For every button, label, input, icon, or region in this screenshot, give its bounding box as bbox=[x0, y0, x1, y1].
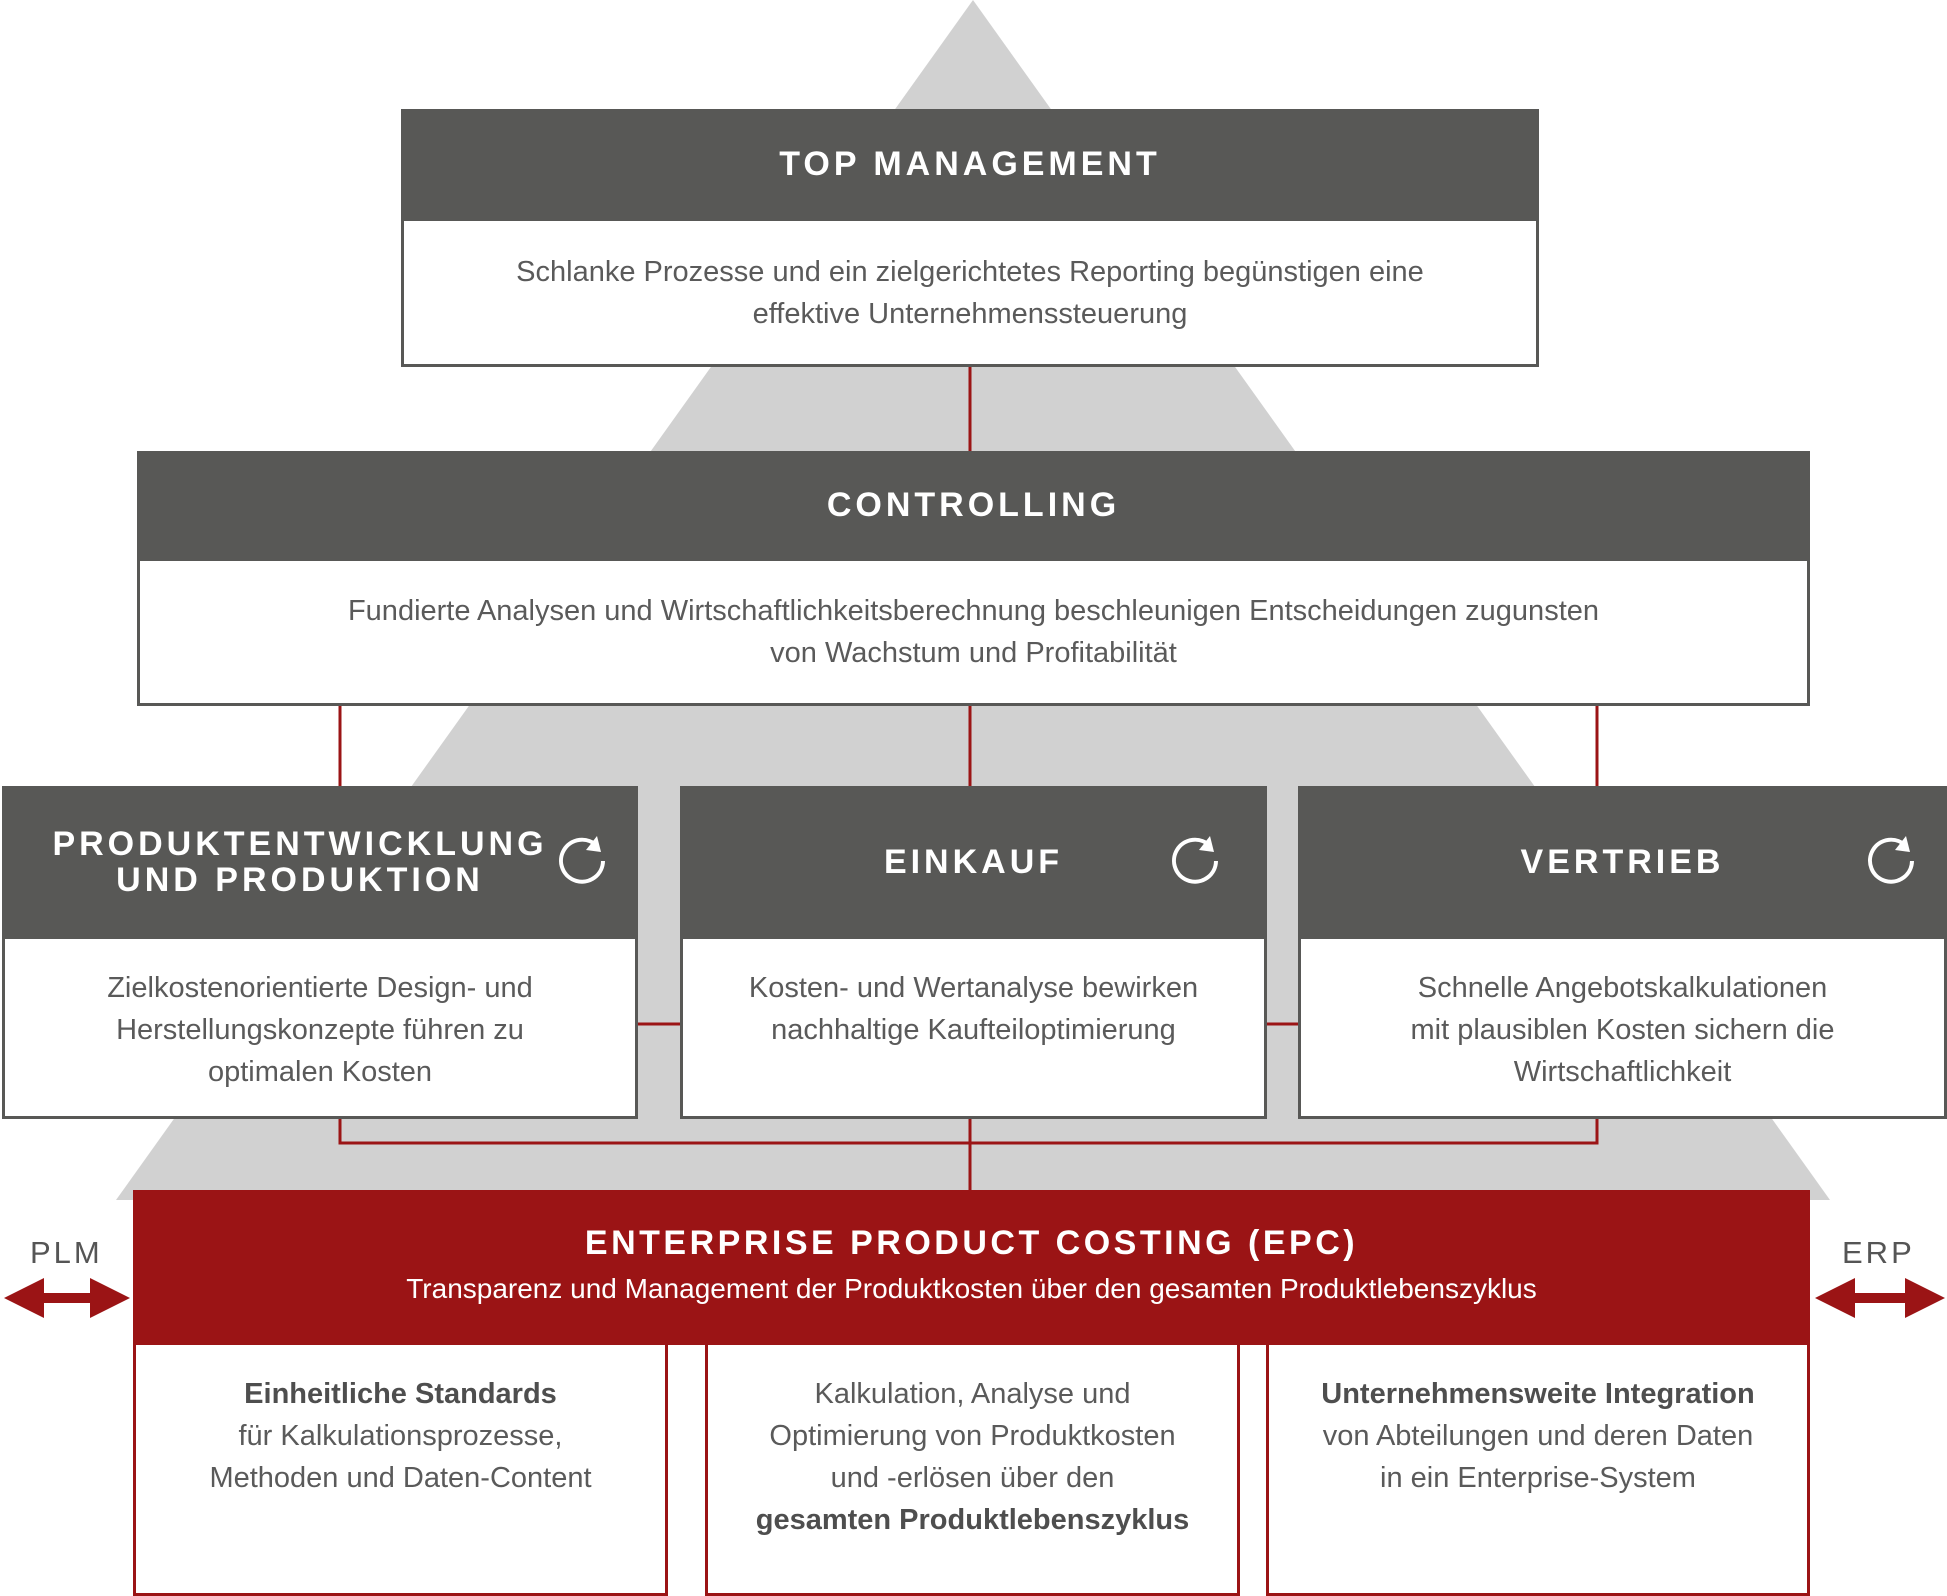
connector-lines bbox=[338, 365, 1599, 1193]
vertrieb-body: Schnelle Angebotskalkulationen mit plaus… bbox=[1298, 936, 1947, 1119]
pillar-standards: Einheitliche Standards für Kalkulationsp… bbox=[133, 1342, 668, 1596]
epc-banner: ENTERPRISE PRODUCT COSTING (EPC) Transpa… bbox=[133, 1190, 1810, 1345]
plm-label: PLM bbox=[30, 1235, 103, 1270]
refresh-icon bbox=[1868, 836, 1914, 884]
einkauf-text: Kosten- und Wertanalyse bewirken nachhal… bbox=[748, 972, 1199, 1046]
top-management-body: Schlanke Prozesse und ein zielgerichtete… bbox=[401, 218, 1539, 367]
pillar-standards-text: Einheitliche Standards für Kalkulationsp… bbox=[209, 1378, 592, 1494]
controlling-title: CONTROLLING bbox=[826, 485, 1121, 524]
epc-title: ENTERPRISE PRODUCT COSTING (EPC) bbox=[584, 1224, 1359, 1262]
pillar-integration: Unternehmensweite Integration von Abteil… bbox=[1266, 1342, 1810, 1596]
top-management-header: TOP MANAGEMENT bbox=[401, 109, 1539, 218]
vertrieb-text: Schnelle Angebotskalkulationen mit plaus… bbox=[1410, 972, 1835, 1088]
einkauf-header: EINKAUF bbox=[680, 786, 1267, 938]
produktentwicklung-text: Zielkostenorientierte Design- und Herste… bbox=[107, 972, 533, 1088]
produktentwicklung-header: PRODUKTENTWICKLUNG UND PRODUKTION bbox=[2, 786, 638, 938]
refresh-icon bbox=[559, 836, 605, 884]
pillar-kalkulation-text: Kalkulation, Analyse und Optimierung von… bbox=[755, 1378, 1190, 1536]
plm-arrow bbox=[4, 1278, 130, 1318]
pillar-integration-text: Unternehmensweite Integration von Abteil… bbox=[1321, 1378, 1755, 1494]
produktentwicklung-title: PRODUKTENTWICKLUNG UND PRODUKTION bbox=[52, 825, 548, 899]
pillar-kalkulation: Kalkulation, Analyse und Optimierung von… bbox=[705, 1342, 1240, 1596]
epc-subtitle: Transparenz und Management der Produktko… bbox=[406, 1273, 1537, 1304]
controlling-header: CONTROLLING bbox=[137, 451, 1810, 558]
einkauf-body: Kosten- und Wertanalyse bewirken nachhal… bbox=[680, 936, 1267, 1119]
erp-label: ERP bbox=[1842, 1235, 1915, 1270]
einkauf-title: EINKAUF bbox=[883, 843, 1064, 881]
vertrieb-title: VERTRIEB bbox=[1520, 843, 1725, 881]
refresh-icon bbox=[1172, 836, 1218, 884]
top-management-title: TOP MANAGEMENT bbox=[779, 144, 1161, 183]
controlling-text: Fundierte Analysen und Wirtschaftlichkei… bbox=[347, 595, 1600, 669]
top-management-text: Schlanke Prozesse und ein zielgerichtete… bbox=[516, 255, 1424, 330]
vertrieb-header: VERTRIEB bbox=[1298, 786, 1947, 938]
produktentwicklung-body: Zielkostenorientierte Design- und Herste… bbox=[2, 936, 638, 1119]
controlling-body: Fundierte Analysen und Wirtschaftlichkei… bbox=[137, 558, 1810, 706]
erp-arrow bbox=[1815, 1278, 1945, 1318]
